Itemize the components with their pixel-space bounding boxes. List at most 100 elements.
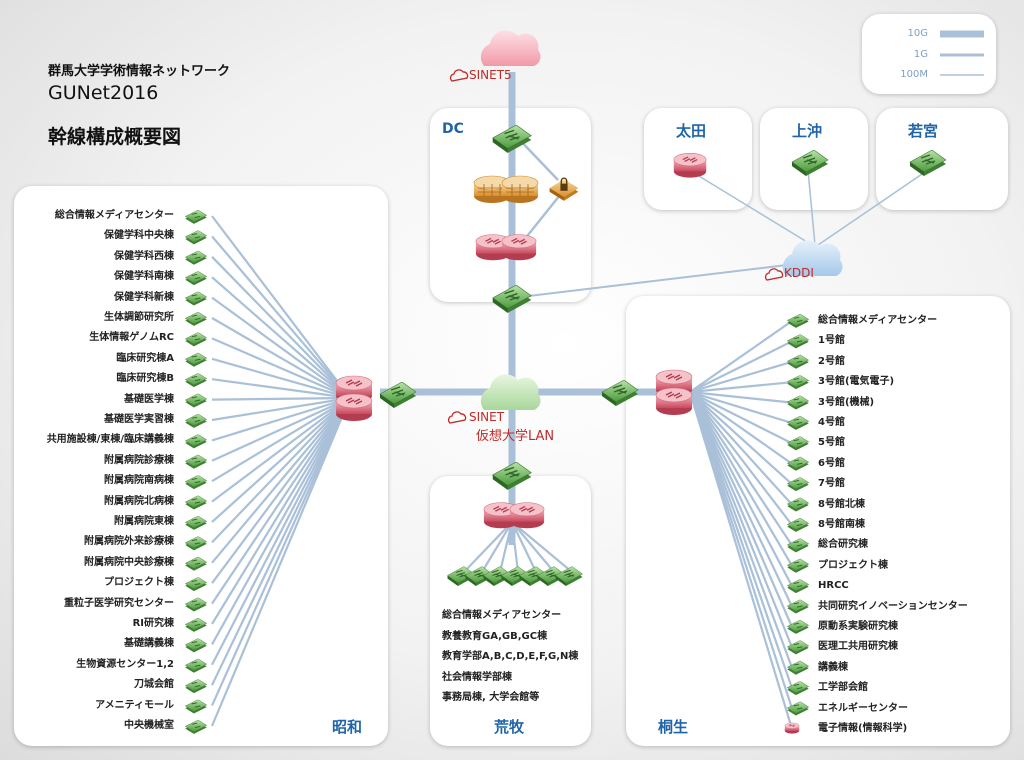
showa-link bbox=[211, 397, 351, 503]
showa-link bbox=[211, 397, 351, 666]
kiryu-label: 桐生 bbox=[658, 718, 689, 736]
showa-edge-switch bbox=[184, 210, 208, 225]
aramaki-building-label: 総合情報メディアセンター bbox=[442, 610, 562, 621]
showa-building-label: 附属病院診療棟 bbox=[104, 454, 174, 466]
showa-link bbox=[211, 397, 351, 645]
legend-label-100m: 100M bbox=[900, 69, 928, 80]
showa-edge-switch bbox=[184, 618, 208, 633]
showa-building-label: 重粒子医学研究センター bbox=[64, 597, 174, 609]
showa-edge-switch bbox=[184, 679, 208, 694]
kiryu-building-label: 共同研究イノベーションセンター bbox=[818, 600, 968, 612]
kiryu-link bbox=[689, 391, 793, 587]
site-wakamiya-switch bbox=[909, 150, 947, 177]
showa-building-label: 臨床研究棟A bbox=[116, 352, 174, 364]
kiryu-link bbox=[689, 391, 793, 445]
kiryu-building-label: HRCC bbox=[818, 580, 849, 592]
kiryu-edge-switch bbox=[786, 395, 810, 411]
showa-link bbox=[211, 396, 351, 462]
showa-link bbox=[211, 256, 351, 399]
kiryu-building-label: 8号館南棟 bbox=[818, 519, 865, 530]
sinet-lan-label-1: SINET bbox=[469, 410, 505, 424]
showa-edge-switch bbox=[184, 332, 208, 347]
showa-link bbox=[211, 396, 351, 422]
sinet5-label: SINET5 bbox=[469, 68, 512, 82]
showa-link bbox=[211, 337, 351, 400]
showa-building-label: 臨床研究棟B bbox=[116, 373, 174, 385]
sinet-lan-label-2: 仮想大学LAN bbox=[476, 429, 555, 444]
kiryu-building-label: 6号館 bbox=[818, 457, 845, 469]
showa-building-label: 保健学科中央棟 bbox=[104, 230, 174, 242]
showa-building-label: 生物資源センター1,2 bbox=[76, 658, 174, 670]
showa-edge-switch bbox=[184, 720, 208, 735]
showa-edge-switch bbox=[184, 577, 208, 592]
kiryu-building-label: 講義棟 bbox=[818, 661, 848, 673]
sinet5-mark bbox=[449, 69, 469, 82]
kiryu-link bbox=[689, 391, 793, 465]
showa-edge-switches bbox=[184, 210, 208, 735]
kiryu-building-label: 5号館 bbox=[818, 437, 845, 449]
showa-link bbox=[211, 215, 351, 399]
dc-firewall-2 bbox=[501, 175, 539, 204]
showa-building-label: RI研究棟 bbox=[132, 618, 174, 629]
aramaki-edge-switch bbox=[554, 566, 584, 587]
aramaki-link bbox=[511, 521, 555, 573]
kiryu-link bbox=[689, 381, 793, 394]
dc-core-switch bbox=[491, 125, 533, 154]
showa-link bbox=[211, 397, 351, 523]
kiryu-link bbox=[688, 391, 794, 648]
kiryu-panel bbox=[626, 296, 1010, 746]
kiryu-link bbox=[689, 390, 793, 425]
showa-building-label: 中央機械室 bbox=[124, 720, 174, 731]
kiryu-edge-switch bbox=[786, 558, 810, 574]
kiryu-link bbox=[689, 391, 793, 526]
showa-edge-switch bbox=[184, 475, 208, 490]
title-line2: GUNet2016 bbox=[48, 82, 159, 104]
kiryu-edge-switch bbox=[786, 375, 810, 390]
showa-building-label: 保健学科南棟 bbox=[114, 271, 174, 283]
kiryu-building-label: 7号館 bbox=[818, 478, 845, 490]
legend-label-10g: 10G bbox=[907, 28, 928, 39]
showa-link bbox=[211, 397, 351, 544]
kiryu-edge-switch bbox=[786, 456, 810, 472]
showa-edge-switch bbox=[184, 536, 208, 551]
aramaki-building-label: 社会情報学部棟 bbox=[442, 671, 512, 683]
site-ota-router bbox=[673, 152, 707, 179]
kiryu-building-label: 原動系実験研究棟 bbox=[818, 621, 898, 632]
kiryu-link bbox=[689, 391, 793, 567]
link-ota-kddi bbox=[688, 169, 813, 246]
kiryu-link bbox=[689, 340, 793, 393]
dc-router-2 bbox=[501, 233, 537, 261]
showa-link bbox=[211, 397, 351, 686]
kddi-mark bbox=[764, 268, 784, 281]
kiryu-building-label: 総合情報メディアセンター bbox=[818, 315, 938, 326]
site-wakamiya-label: 若宮 bbox=[908, 122, 939, 140]
dc-border-switch bbox=[491, 285, 533, 314]
dc-security-device bbox=[548, 177, 580, 202]
showa-building-label: 附属病院北病棟 bbox=[104, 495, 174, 507]
kiryu-fan-links bbox=[688, 320, 794, 730]
showa-link bbox=[211, 357, 351, 400]
showa-edge-switch bbox=[184, 230, 208, 245]
kiryu-building-label: 医理工共用研究棟 bbox=[818, 641, 898, 653]
showa-link bbox=[211, 296, 351, 399]
aramaki-link bbox=[511, 521, 573, 573]
showa-uplink-switch bbox=[379, 382, 417, 409]
aramaki-fan-links bbox=[463, 521, 573, 573]
showa-edge-switch bbox=[184, 414, 208, 429]
showa-edge-switch bbox=[184, 556, 208, 572]
showa-edge-switch bbox=[184, 393, 208, 409]
sinet-lan-cloud bbox=[480, 374, 541, 410]
kiryu-link bbox=[689, 320, 793, 393]
kiryu-edge-switches bbox=[784, 314, 810, 734]
kiryu-link bbox=[689, 391, 793, 608]
aramaki-label: 荒牧 bbox=[494, 718, 525, 736]
showa-building-label: プロジェクト棟 bbox=[104, 577, 174, 589]
showa-building-label: 基礎医学実習棟 bbox=[104, 414, 174, 425]
showa-edge-switch bbox=[184, 495, 208, 511]
kiryu-edge-switch bbox=[786, 518, 810, 533]
showa-building-label: 保健学科新棟 bbox=[114, 291, 174, 303]
aramaki-link bbox=[463, 521, 513, 573]
title-line3: 幹線構成概要図 bbox=[48, 126, 182, 148]
legend-label-1g: 1G bbox=[913, 49, 928, 60]
showa-link bbox=[211, 397, 351, 605]
